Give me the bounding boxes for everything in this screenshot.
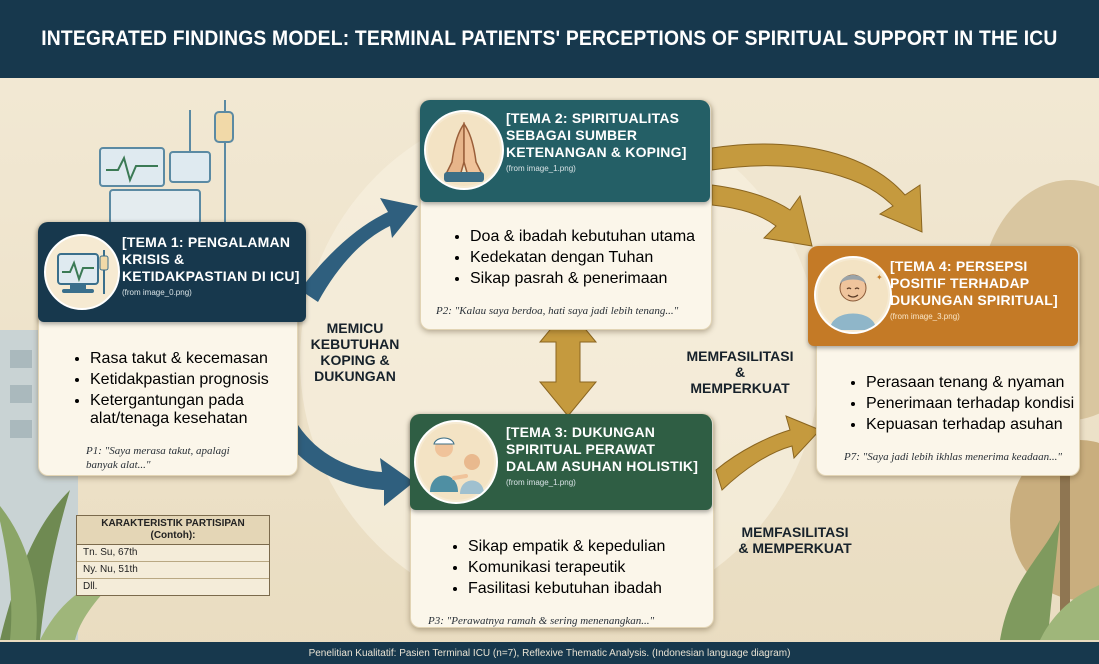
participant-row: Tn. Su, 67th bbox=[77, 545, 269, 562]
theme1-bullet-3: Ketergantungan pada alat/tenaga kesehata… bbox=[90, 392, 290, 428]
theme4-body: Perasaan tenang & nyaman Penerimaan terh… bbox=[826, 358, 1076, 464]
svg-text:✦: ✦ bbox=[876, 273, 883, 282]
arrow-theme3-to-theme4 bbox=[715, 415, 821, 491]
peaceful-patient-icon: ✦ bbox=[818, 260, 888, 330]
footer-text: Penelitian Kualitatif: Pasien Terminal I… bbox=[308, 647, 791, 659]
theme2-source: (from image_1.png) bbox=[506, 164, 576, 173]
label-facilitate-top: MEMFASILITASI & MEMPERKUAT bbox=[686, 348, 794, 396]
theme3-source: (from image_1.png) bbox=[506, 478, 576, 487]
theme3-bullet-1: Sikap empatik & kepedulian bbox=[468, 538, 708, 556]
label-facilitate-bottom: MEMFASILITASI & MEMPERKUAT bbox=[738, 524, 852, 556]
participant-table: KARAKTERISTIK PARTISIPAN (Contoh): Tn. S… bbox=[76, 515, 270, 596]
arrow-theme1-to-theme2 bbox=[300, 198, 418, 302]
theme3-title: [TEMA 3: DUKUNGAN SPIRITUAL PERAWAT DALA… bbox=[506, 424, 699, 474]
monitor-icon bbox=[57, 250, 109, 294]
footer-bar: Penelitian Kualitatif: Pasien Terminal I… bbox=[0, 642, 1099, 664]
theme4-icon-circle: ✦ bbox=[814, 256, 892, 334]
praying-hands-icon bbox=[428, 114, 500, 186]
theme2-quote: P2: "Kalau saya berdoa, hati saya jadi l… bbox=[436, 305, 679, 317]
title-bar: INTEGRATED FINDINGS MODEL: TERMINAL PATI… bbox=[0, 0, 1099, 78]
theme4-title: [TEMA 4: PERSEPSI POSITIF TERHADAP DUKUN… bbox=[890, 258, 1058, 308]
participant-row: Dll. bbox=[83, 581, 98, 592]
theme4-bullet-3: Kepuasan terhadap asuhan bbox=[866, 416, 1076, 434]
theme3-bullet-3: Fasilitasi kebutuhan ibadah bbox=[468, 580, 708, 598]
theme2-bullet-1: Doa & ibadah kebutuhan utama bbox=[470, 228, 706, 246]
theme1-body: Rasa takut & kecemasan Ketidakpastian pr… bbox=[50, 334, 290, 472]
theme1-source: (from image_0.png) bbox=[122, 288, 192, 297]
theme3-bullet-2: Komunikasi terapeutik bbox=[468, 559, 708, 577]
theme2-icon-circle bbox=[424, 110, 504, 190]
label-trigger: MEMICU KEBUTUHAN KOPING & DUKUNGAN bbox=[310, 320, 400, 384]
theme1-icon-circle bbox=[44, 234, 120, 310]
theme4-bullet-1: Perasaan tenang & nyaman bbox=[866, 374, 1076, 392]
theme4-bullet-2: Penerimaan terhadap kondisi bbox=[866, 395, 1076, 413]
theme4-source: (from image_3.png) bbox=[890, 312, 960, 321]
theme3-quote: P3: "Perawatnya ramah & sering menenangk… bbox=[428, 615, 655, 627]
theme1-quote: P1: "Saya merasa takut, apalagi banyak a… bbox=[86, 445, 230, 471]
theme2-bullet-3: Sikap pasrah & penerimaan bbox=[470, 270, 706, 288]
theme2-title: [TEMA 2: SPIRITUALITAS SEBAGAI SUMBER KE… bbox=[506, 110, 687, 160]
theme3-body: Sikap empatik & kepedulian Komunikasi te… bbox=[428, 522, 708, 628]
theme2-body: Doa & ibadah kebutuhan utama Kedekatan d… bbox=[430, 212, 706, 318]
participant-row: Ny. Nu, 51th bbox=[77, 562, 269, 579]
diagram-title: INTEGRATED FINDINGS MODEL: TERMINAL PATI… bbox=[41, 27, 1058, 50]
theme1-title: [TEMA 1: PENGALAMAN KRISIS & KETIDAKPAST… bbox=[122, 234, 300, 284]
theme1-bullet-1: Rasa takut & kecemasan bbox=[90, 350, 290, 368]
theme2-bullet-2: Kedekatan dengan Tuhan bbox=[470, 249, 706, 267]
theme4-quote: P7: "Saya jadi lebih ikhlas menerima kea… bbox=[844, 451, 1062, 463]
arrow-theme2-to-theme4-upper bbox=[711, 143, 923, 233]
participant-table-header: KARAKTERISTIK PARTISIPAN (Contoh): bbox=[77, 516, 269, 545]
icu-equipment-icon bbox=[99, 100, 234, 232]
arrow-theme2-to-theme4-lower bbox=[711, 184, 813, 247]
theme3-icon-circle bbox=[414, 420, 498, 504]
nurse-patient-icon bbox=[418, 424, 494, 500]
arrow-theme1-to-theme3 bbox=[284, 425, 414, 506]
theme1-bullet-2: Ketidakpastian prognosis bbox=[90, 371, 290, 389]
